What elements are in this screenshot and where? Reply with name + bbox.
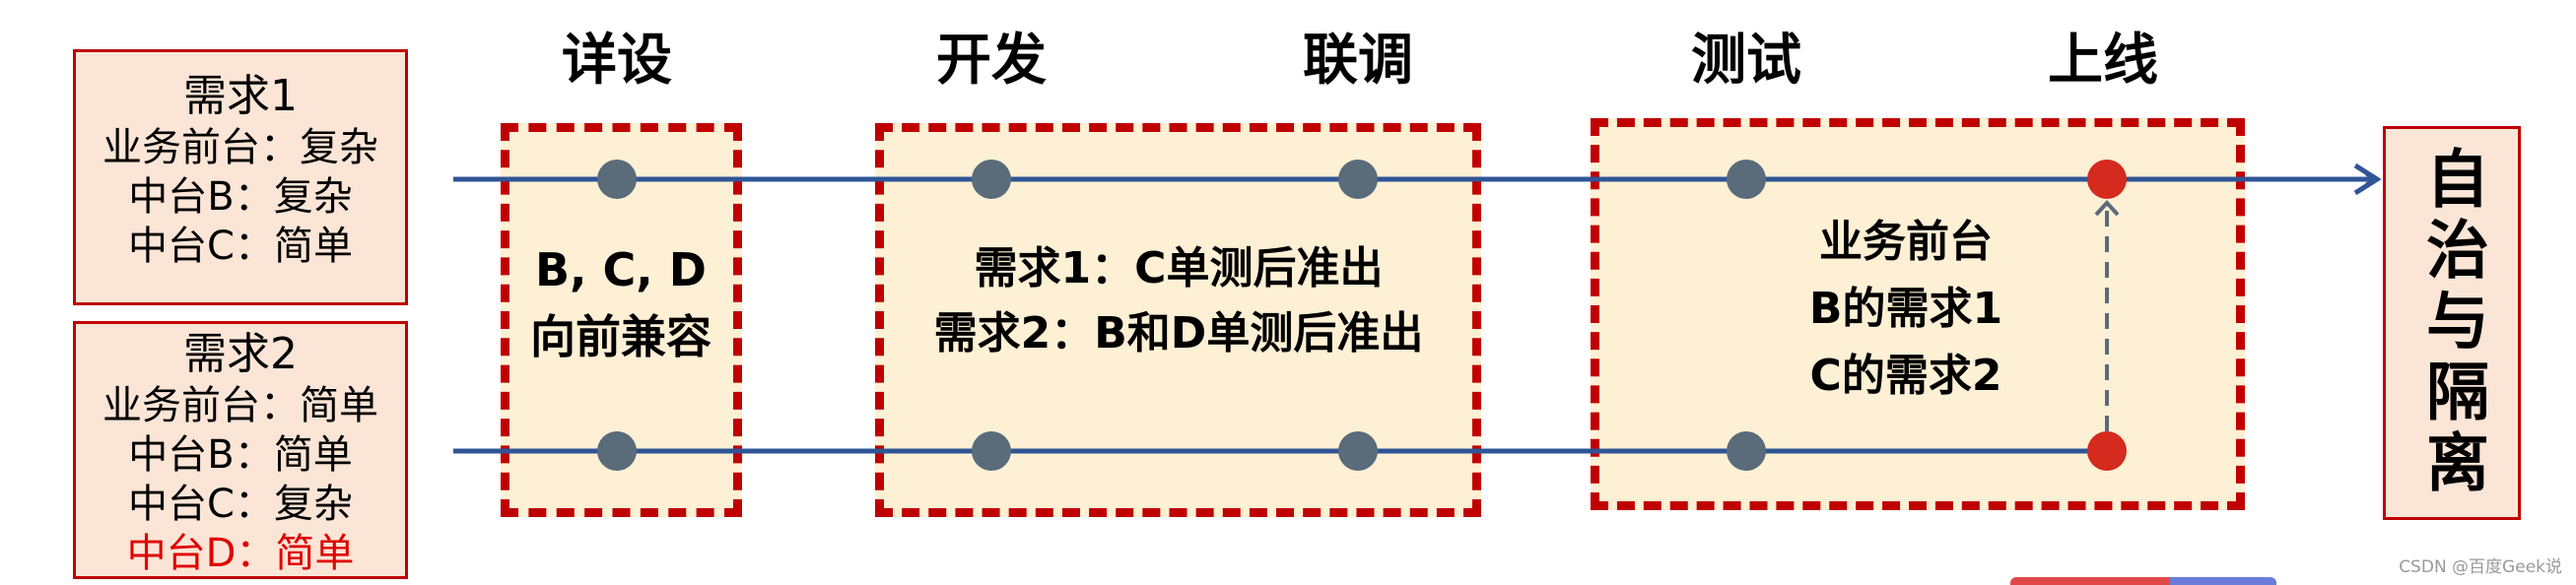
- node-req2-integration: [1338, 431, 1378, 471]
- phase-release: 上线: [2048, 29, 2158, 93]
- design-stage-line-1: B, C, D: [535, 243, 707, 296]
- node-req1-dev: [972, 160, 1011, 199]
- design-stage-text: B, C, D 向前兼容: [505, 236, 737, 370]
- node-req2-dev: [972, 431, 1011, 471]
- requirement-2-title: 需求2: [183, 329, 298, 379]
- test-stage-line-1: 业务前台: [1819, 217, 1993, 267]
- test-stage-line-3: C的需求2: [1809, 351, 2002, 401]
- test-stage-text: 业务前台 B的需求1 C的需求2: [1719, 209, 2093, 410]
- dev-stage-text: 需求1：C单测后准出 需求2：B和D单测后准出: [883, 236, 1474, 366]
- requirement-2-line-2: 中台B：简单: [128, 432, 353, 478]
- requirement-1-line-3: 中台C：简单: [128, 224, 353, 269]
- phase-design: 详设: [562, 29, 672, 93]
- node-req1-design: [597, 160, 637, 199]
- requirement-2-highlight-line: 中台D：简单: [126, 531, 355, 576]
- phase-integration: 联调: [1303, 29, 1413, 93]
- dev-stage-line-2: 需求2：B和D单测后准出: [933, 308, 1424, 358]
- node-req2-test: [1727, 431, 1766, 471]
- watermark: CSDN @百度Geek说: [2399, 557, 2562, 577]
- node-req2-design: [597, 431, 637, 471]
- node-req1-test: [1727, 160, 1766, 199]
- requirement-2-line-1: 业务前台：简单: [102, 383, 378, 428]
- timeline-requirement-2-arrow: [2353, 162, 2382, 196]
- requirement-1-line-2: 中台B：复杂: [128, 174, 353, 220]
- autonomy-isolation-box: 自治与隔离: [2383, 126, 2521, 520]
- test-stage-box: [1591, 118, 2245, 510]
- requirement-1-box: 需求1 业务前台：复杂 中台B：复杂 中台C：简单: [73, 49, 408, 305]
- autonomy-isolation-label: 自治与隔离: [2415, 146, 2488, 500]
- design-stage-line-2: 向前兼容: [530, 310, 712, 363]
- node-req1-release: [2087, 160, 2127, 199]
- requirement-1-line-1: 业务前台：复杂: [102, 125, 378, 170]
- phase-testing: 测试: [1691, 29, 1801, 93]
- dev-stage-line-1: 需求1：C单测后准出: [974, 243, 1384, 293]
- requirement-2-line-3: 中台C：复杂: [128, 482, 353, 527]
- bottom-edge-strip: [2010, 577, 2276, 585]
- requirement-1-title: 需求1: [183, 71, 298, 121]
- phase-development: 开发: [936, 29, 1047, 93]
- test-stage-line-2: B的需求1: [1808, 284, 2003, 334]
- requirement-2-box: 需求2 业务前台：简单 中台B：简单 中台C：复杂 中台D：简单: [73, 321, 408, 579]
- node-req2-release: [2087, 431, 2127, 471]
- node-req1-integration: [1338, 160, 1378, 199]
